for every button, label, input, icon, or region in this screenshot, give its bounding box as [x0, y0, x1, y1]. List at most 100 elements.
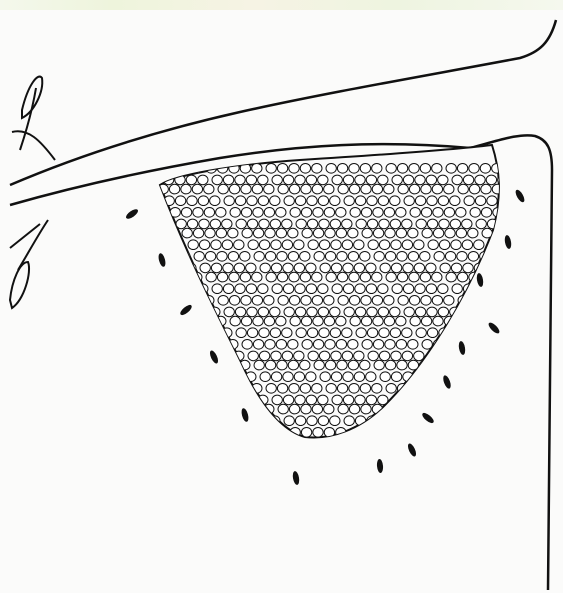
cell: [499, 219, 509, 229]
cell: [318, 175, 328, 185]
dot-mark: [458, 341, 466, 356]
cell: [361, 184, 371, 194]
cell: [420, 164, 430, 174]
cell: [482, 340, 492, 350]
cell: [336, 340, 346, 350]
cell: [349, 272, 359, 282]
cell: [146, 272, 156, 282]
cell: [156, 208, 166, 218]
cell: [384, 184, 394, 194]
cell: [187, 439, 197, 449]
cell: [290, 208, 300, 218]
cell: [344, 196, 354, 206]
cell: [366, 372, 376, 382]
cell: [216, 208, 226, 218]
cell: [301, 184, 311, 194]
cell: [180, 384, 190, 394]
cell: [330, 439, 340, 449]
cell: [439, 351, 449, 361]
cell: [361, 208, 371, 218]
cell: [150, 416, 160, 426]
cell: [270, 196, 280, 206]
cell: [312, 296, 322, 306]
cell: [492, 384, 502, 394]
cell: [318, 416, 328, 426]
cell: [295, 416, 305, 426]
cell: [475, 175, 485, 185]
cell: [416, 219, 426, 229]
cell: [312, 384, 322, 394]
cell: [349, 184, 359, 194]
cell: [427, 196, 437, 206]
dot-mark: [292, 471, 300, 486]
cell: [464, 196, 474, 206]
cell: [306, 395, 316, 405]
cell: [397, 272, 407, 282]
cell: [500, 372, 510, 382]
cell: [390, 307, 400, 317]
cell: [234, 240, 244, 250]
cell: [157, 360, 167, 370]
cell: [456, 316, 466, 326]
cell: [422, 228, 432, 238]
cell: [420, 251, 430, 261]
cell: [338, 404, 348, 414]
cell: [266, 384, 276, 394]
cell: [151, 351, 161, 361]
cell: [187, 196, 197, 206]
cell: [156, 340, 166, 350]
cell: [300, 272, 310, 282]
cell: [342, 351, 352, 361]
cell: [409, 384, 419, 394]
cell: [284, 307, 294, 317]
cell: [409, 272, 419, 282]
cell: [193, 316, 203, 326]
cell: [445, 228, 455, 238]
cell: [384, 296, 394, 306]
cell: [152, 175, 162, 185]
cell: [474, 240, 484, 250]
cell: [276, 228, 286, 238]
cell: [469, 296, 479, 306]
cell: [487, 307, 497, 317]
cell: [374, 251, 384, 261]
cell: [283, 372, 293, 382]
cell: [385, 360, 395, 370]
cell: [349, 404, 359, 414]
cell: [421, 428, 431, 438]
cell: [354, 263, 364, 273]
cell: [416, 439, 426, 449]
cell: [164, 307, 174, 317]
cell: [432, 272, 442, 282]
cell: [319, 351, 329, 361]
cell: [366, 284, 376, 294]
cell: [253, 208, 263, 218]
cell: [445, 340, 455, 350]
cell: [199, 328, 209, 338]
cell: [360, 272, 370, 282]
cell: [258, 175, 268, 185]
cell: [450, 328, 460, 338]
cell: [332, 284, 342, 294]
cell: [396, 340, 406, 350]
cell: [468, 251, 478, 261]
cell: [330, 219, 340, 229]
cell: [313, 316, 323, 326]
cell: [324, 184, 334, 194]
cell: [241, 296, 251, 306]
cell: [162, 351, 172, 361]
cell: [162, 328, 172, 338]
cell: [212, 395, 222, 405]
cell: [145, 228, 155, 238]
cell: [282, 219, 292, 229]
cell: [206, 164, 216, 174]
cell: [426, 372, 436, 382]
cell: [264, 316, 274, 326]
cell: [378, 284, 388, 294]
cell: [181, 296, 191, 306]
cell: [277, 251, 287, 261]
cell: [361, 404, 371, 414]
leaf-top-left: [22, 77, 42, 118]
cell: [300, 384, 310, 394]
